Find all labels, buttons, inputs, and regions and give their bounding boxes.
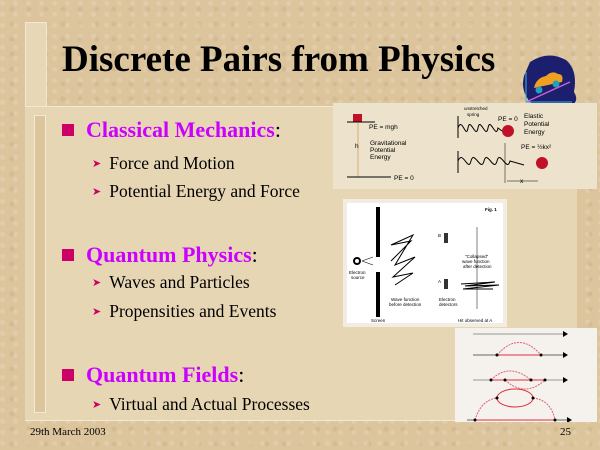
svg-text:Hit observed at A: Hit observed at A [458,318,492,323]
svg-text:Gravitational: Gravitational [370,140,407,147]
arrow-bullet-icon: ➤ [92,186,102,198]
svg-text:Energy: Energy [370,154,391,161]
svg-text:before detection: before detection [389,302,422,307]
svg-text:Electron: Electron [439,297,456,302]
svg-text:PE = 0: PE = 0 [498,116,518,123]
footer-date: 29th March 2003 [30,426,106,438]
svg-text:B: B [438,233,441,238]
svg-text:Screen: Screen [371,318,386,323]
svg-text:detectors: detectors [439,302,458,307]
svg-text:Fig. 1: Fig. 1 [485,207,497,212]
svg-text:h: h [355,143,359,150]
heading-quantum-physics: Quantum Physics: [62,242,258,268]
list-item: ➤Force and Motion [92,153,235,173]
list-item: ➤Propensities and Events [92,301,277,321]
list-item: ➤Virtual and Actual Processes [92,394,310,414]
svg-text:PE = 0: PE = 0 [394,175,414,182]
list-item: ➤Potential Energy and Force [92,181,300,201]
potential-energy-figure: PE = mgh h Gravitational Potential Energ… [333,103,597,189]
svg-text:unstretched: unstretched [464,106,488,111]
heading-quantum-fields: Quantum Fields: [62,362,244,388]
slide-title: Discrete Pairs from Physics [62,39,496,80]
feynman-diagrams-figure [455,328,597,422]
arrow-bullet-icon: ➤ [92,277,102,289]
svg-text:Wave function: Wave function [391,297,420,302]
svg-text:Potential: Potential [524,121,550,128]
svg-text:source: source [351,275,365,280]
decorative-bar [25,22,47,111]
svg-text:x: x [520,178,524,185]
bullet-square-icon [62,124,74,136]
decorative-inner-bar [34,115,46,413]
svg-text:Electron: Electron [349,270,366,275]
svg-text:Potential: Potential [370,147,396,154]
svg-text:wave function: wave function [462,259,490,264]
svg-text:spring: spring [467,112,480,117]
svg-text:A: A [438,279,441,284]
arrow-bullet-icon: ➤ [92,399,102,411]
slide-number: 25 [560,426,571,438]
bullet-square-icon [62,249,74,261]
svg-text:Elastic: Elastic [524,113,544,120]
arrow-bullet-icon: ➤ [92,158,102,170]
car-on-ramp-logo [523,55,577,110]
svg-text:after detection: after detection [463,264,492,269]
svg-text:PE = mgh: PE = mgh [369,124,398,131]
arrow-bullet-icon: ➤ [92,306,102,318]
svg-text:Energy: Energy [524,129,545,136]
bullet-square-icon [62,369,74,381]
svg-text:"Collapsed": "Collapsed" [465,254,489,259]
svg-text:PE = ½kx²: PE = ½kx² [521,143,552,151]
heading-classical-mechanics: Classical Mechanics: [62,117,281,143]
list-item: ➤Waves and Particles [92,272,250,292]
